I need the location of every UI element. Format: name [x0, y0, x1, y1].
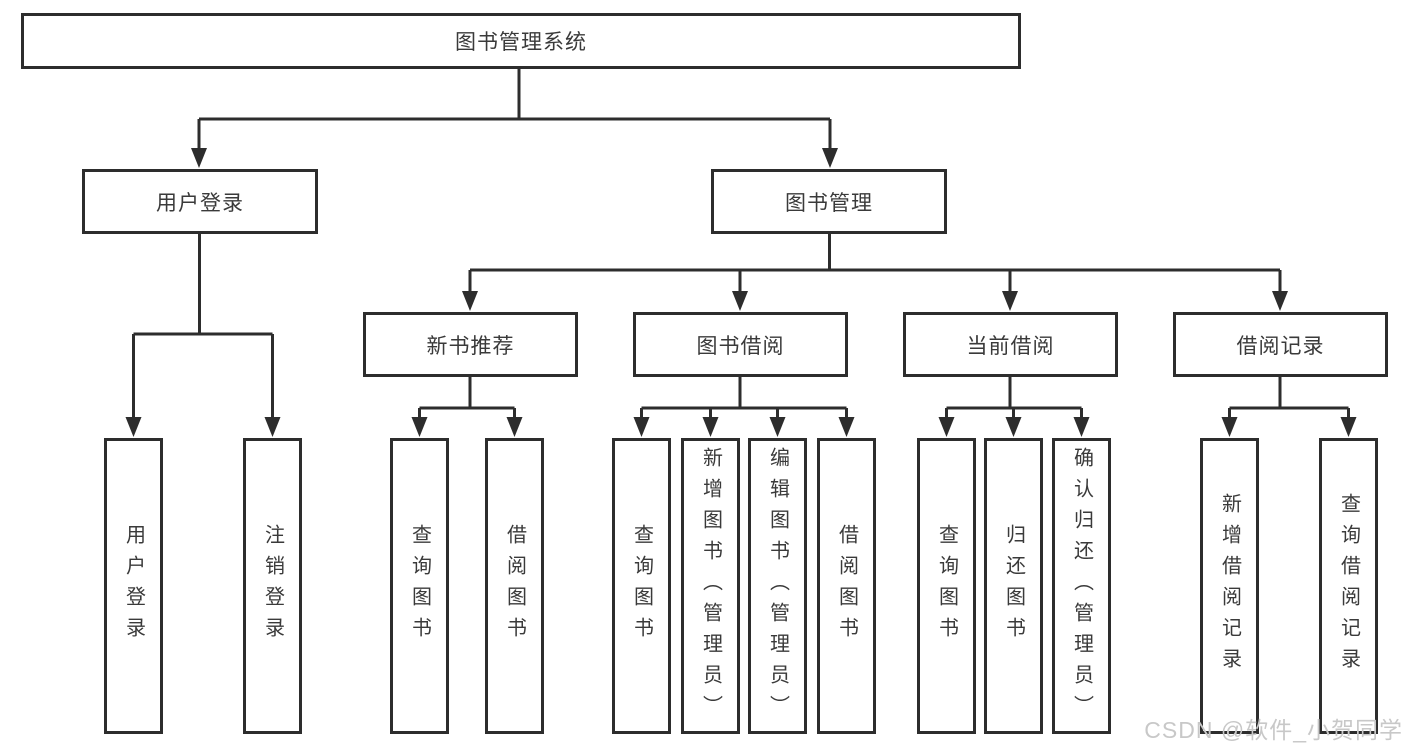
node-borrowing-records: 借阅记录 [1173, 312, 1388, 377]
node-new-book-recommendation: 新书推荐 [363, 312, 578, 377]
node-current-borrowing: 当前借阅 [903, 312, 1118, 377]
node-leaf-query-books-recommend: 查询图书 [390, 438, 449, 734]
node-leaf-query-books-borrowing: 查询图书 [612, 438, 671, 734]
node-library-management-system: 图书管理系统 [21, 13, 1021, 69]
node-leaf-confirm-return-admin: 确认归还（管理员） [1052, 438, 1111, 734]
node-leaf-return-books: 归还图书 [984, 438, 1043, 734]
node-leaf-add-books-admin: 新增图书（管理员） [681, 438, 740, 734]
node-leaf-query-borrow-record: 查询借阅记录 [1319, 438, 1378, 734]
csdn-watermark: CSDN @软件_小贺同学 [1144, 717, 1403, 743]
node-leaf-add-borrow-record: 新增借阅记录 [1200, 438, 1259, 734]
node-leaf-edit-books-admin: 编辑图书（管理员） [748, 438, 807, 734]
node-book-borrowing: 图书借阅 [633, 312, 848, 377]
node-leaf-borrow-books-borrowing: 借阅图书 [817, 438, 876, 734]
node-leaf-query-books-current: 查询图书 [917, 438, 976, 734]
node-leaf-logout: 注销登录 [243, 438, 302, 734]
node-leaf-user-login: 用户登录 [104, 438, 163, 734]
node-leaf-borrow-books-recommend: 借阅图书 [485, 438, 544, 734]
node-user-login-branch: 用户登录 [82, 169, 318, 234]
node-book-management-branch: 图书管理 [711, 169, 947, 234]
